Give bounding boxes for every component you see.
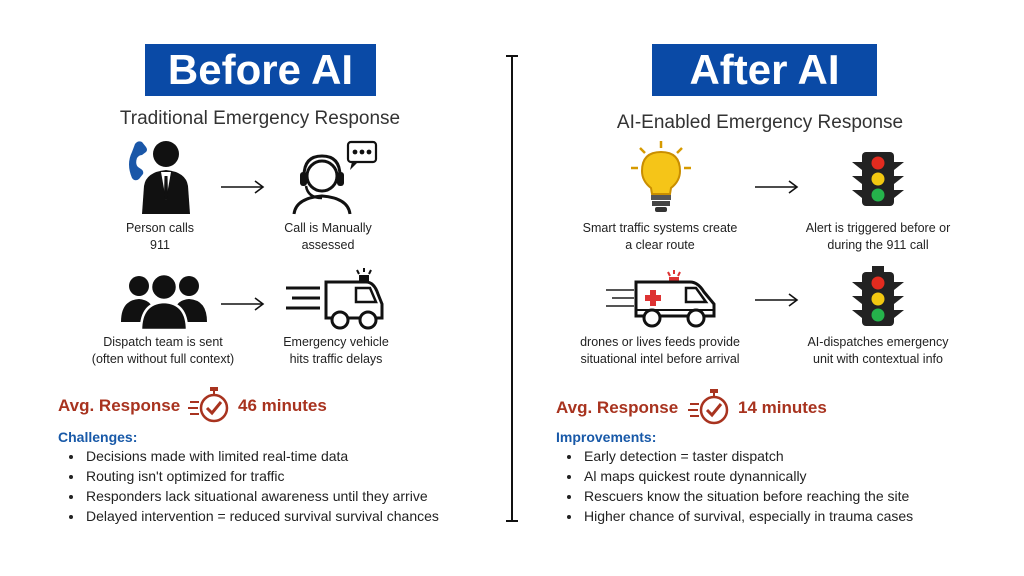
stopwatch-check-icon (188, 387, 229, 423)
before-ai-banner: Before AI (145, 44, 376, 96)
step-caption: Call is Manually assessed (284, 221, 372, 252)
step-caption: Person calls 911 (125, 221, 195, 252)
arrow-right-icon (755, 293, 799, 307)
step-caption: Smart traffic systems create a clear rou… (582, 221, 738, 252)
step-caption: Alert is triggered before or during the … (805, 221, 951, 252)
arrow-right-icon (221, 297, 265, 311)
challenges-heading: Challenges: (58, 429, 138, 445)
stopwatch-check-icon (688, 389, 729, 425)
list-item: Early detection = taster dispatch (582, 446, 913, 466)
challenges-list: Decisions made with limited real-time da… (62, 446, 439, 526)
list-item: Al maps quickest route dynannically (582, 466, 913, 486)
left-subtitle: Traditional Emergency Response (119, 108, 401, 129)
list-item: Decisions made with limited real-time da… (84, 446, 439, 466)
list-item: Routing isn't optimized for traffic (84, 466, 439, 486)
step-caption: Emergency vehicle hits traffic delays (283, 335, 389, 366)
avg-response-label: Avg. Response (556, 398, 679, 417)
avg-response-value: 14 minutes (738, 398, 827, 417)
traffic-light-icon (852, 266, 904, 326)
avg-response-value: 46 minutes (238, 396, 327, 415)
list-item: Higher chance of survival, especially in… (582, 506, 913, 526)
step-caption: drones or lives feeds provide situationa… (580, 335, 740, 366)
list-item: Delayed intervention = reduced survival … (84, 506, 439, 526)
step-caption: AI-dispatches emergency unit with contex… (807, 335, 949, 366)
list-item: Rescuers know the situation before reach… (582, 486, 913, 506)
traffic-light-icon (852, 152, 904, 206)
operator-headset-icon (292, 140, 378, 215)
right-subtitle: AI-Enabled Emergency Response (616, 112, 904, 133)
step-caption: Dispatch team is sent (often without ful… (91, 335, 235, 366)
arrow-right-icon (221, 180, 265, 194)
person-calling-icon (129, 141, 190, 214)
speeding-vehicle-icon (286, 268, 384, 330)
team-group-icon (121, 272, 207, 330)
improvements-list: Early detection = taster dispatch Al map… (560, 446, 913, 526)
after-ai-banner: After AI (652, 44, 877, 96)
lightbulb-icon (631, 141, 691, 212)
avg-response-label: Avg. Response (58, 396, 181, 415)
improvements-heading: Improvements: (556, 429, 657, 445)
center-divider (506, 55, 518, 522)
arrow-right-icon (755, 180, 799, 194)
ambulance-icon (606, 270, 716, 328)
list-item: Responders lack situational awareness un… (84, 486, 439, 506)
